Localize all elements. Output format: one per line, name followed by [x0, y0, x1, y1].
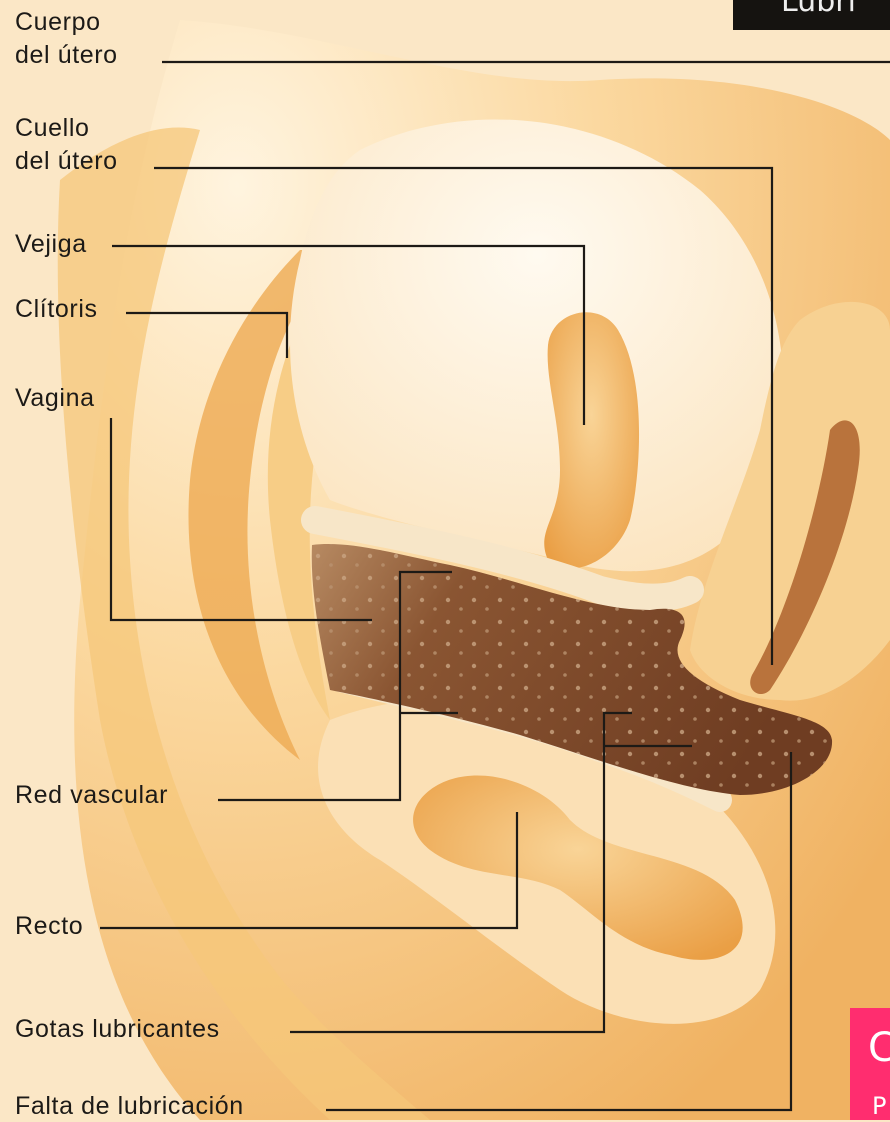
- label-recto: Recto: [15, 911, 83, 942]
- top-title-banner: Lubri: [733, 0, 890, 30]
- label-clitoris: Clítoris: [15, 294, 98, 325]
- corner-badge-text-1: C: [868, 1028, 890, 1068]
- label-vejiga: Vejiga: [15, 229, 87, 260]
- label-gotas-lubricantes: Gotas lubricantes: [15, 1014, 220, 1045]
- corner-badge: C P: [850, 1008, 890, 1120]
- label-cuello-utero-line2: del útero: [15, 145, 118, 178]
- top-title-text: Lubri: [781, 0, 856, 17]
- label-cuello-utero: Cuello del útero: [15, 112, 118, 178]
- label-cuerpo-utero-line2: del útero: [15, 39, 118, 72]
- label-red-vascular: Red vascular: [15, 780, 168, 811]
- corner-badge-text-2: P: [872, 1094, 886, 1118]
- label-falta-lubricacion: Falta de lubricación: [15, 1091, 244, 1122]
- label-cuerpo-utero: Cuerpo del útero: [15, 6, 118, 72]
- label-vagina: Vagina: [15, 383, 95, 414]
- label-cuerpo-utero-line1: Cuerpo: [15, 6, 118, 39]
- bladder-lumen: [544, 312, 639, 568]
- label-cuello-utero-line1: Cuello: [15, 112, 118, 145]
